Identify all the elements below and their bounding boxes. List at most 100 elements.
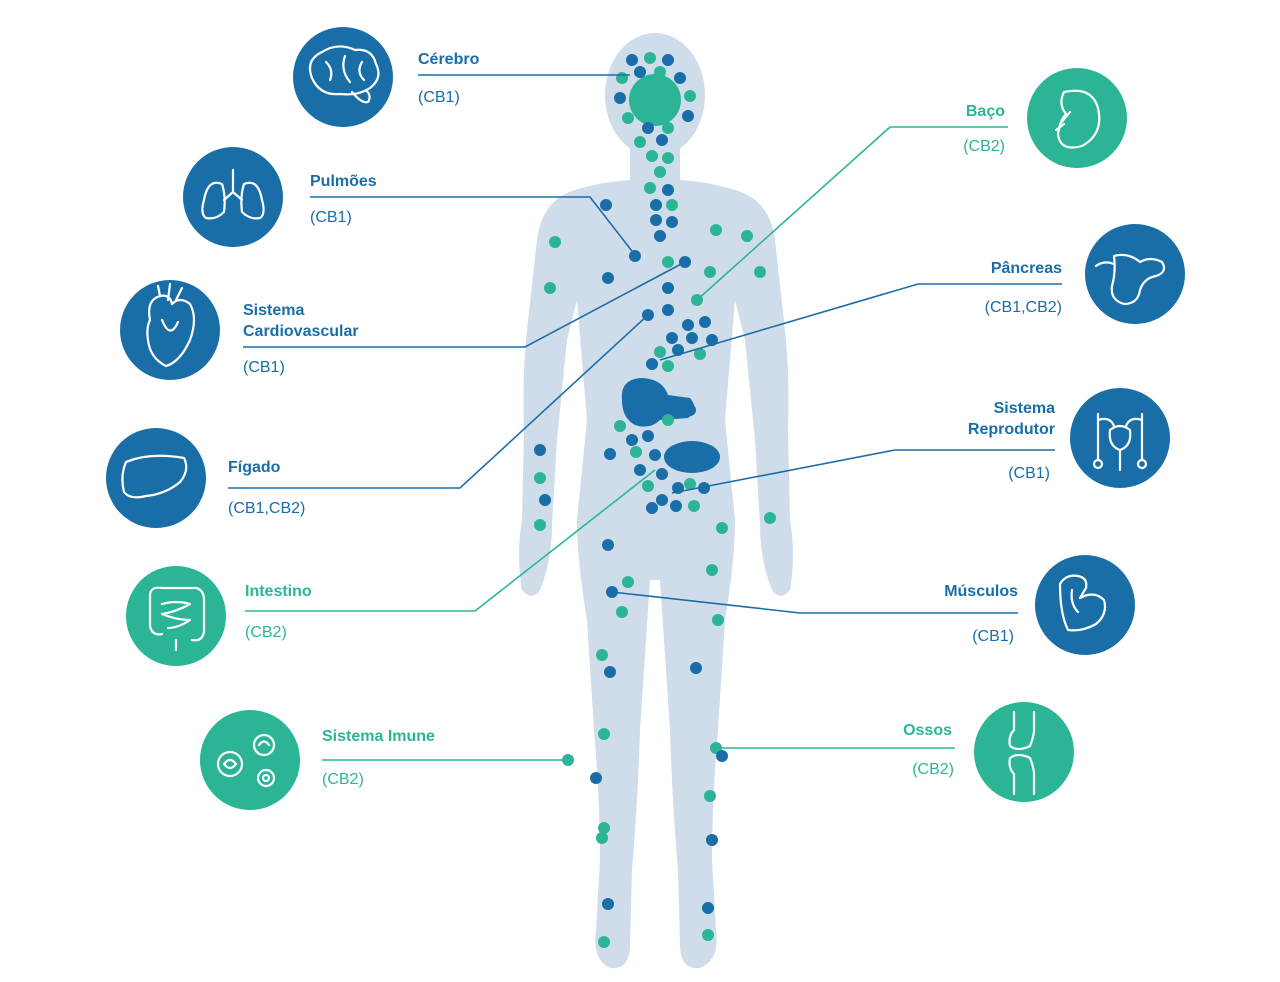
receptor-dot <box>534 519 546 531</box>
receptor-dot <box>630 446 642 458</box>
receptor-dot <box>604 448 616 460</box>
receptor-dot <box>634 136 646 148</box>
receptor-dot <box>600 199 612 211</box>
receptor-dot <box>634 66 646 78</box>
label-intestino: Intestino <box>245 583 312 600</box>
label-baco: Baço <box>966 103 1005 120</box>
receptor-dot <box>650 199 662 211</box>
line-reprodutor <box>671 449 1055 494</box>
stomach-blob <box>664 441 720 473</box>
receptor-dot <box>694 348 706 360</box>
receptor-dot <box>644 182 656 194</box>
receptor-dot <box>706 564 718 576</box>
receptor-dot <box>684 404 696 416</box>
receptor-dot <box>704 790 716 802</box>
label-imune: Sistema Imune <box>322 728 435 745</box>
heart-icon <box>146 282 196 368</box>
receptor-dot <box>686 332 698 344</box>
receptor-dot <box>642 122 654 134</box>
line-pancreas <box>659 283 1062 361</box>
receptor-dot <box>616 606 628 618</box>
receptor-dot <box>670 500 682 512</box>
receptor-dot <box>710 224 722 236</box>
receptor-ossos: (CB2) <box>912 761 954 778</box>
receptor-dot <box>642 480 654 492</box>
receptor-dot <box>662 122 674 134</box>
receptor-figado: (CB1,CB2) <box>228 500 305 517</box>
receptor-dot <box>662 184 674 196</box>
receptor-dot <box>666 216 678 228</box>
line-musculos <box>611 591 1018 614</box>
label-cerebro: Cérebro <box>418 51 480 68</box>
receptor-dot <box>654 66 666 78</box>
receptor-dot <box>688 500 700 512</box>
receptor-dot <box>674 72 686 84</box>
intestino-icon-group <box>126 566 226 666</box>
receptor-dot <box>646 502 658 514</box>
receptor-dot <box>684 478 696 490</box>
receptor-dot <box>764 512 776 524</box>
immune-cells-icon <box>216 733 276 788</box>
receptor-dot <box>684 90 696 102</box>
connector-lines <box>228 74 1062 761</box>
receptor-cerebro: (CB1) <box>418 89 460 106</box>
receptor-pulmoes: (CB1) <box>310 209 352 226</box>
receptor-dot <box>662 282 674 294</box>
reprodutor-icon-group <box>1070 388 1170 488</box>
liver-icon <box>121 454 188 499</box>
line-baco <box>696 126 1008 301</box>
receptor-dot <box>626 54 638 66</box>
receptor-imune: (CB2) <box>322 771 364 788</box>
label-figado: Fígado <box>228 459 281 476</box>
receptor-dot <box>666 332 678 344</box>
musculos-icon-group <box>1035 555 1135 655</box>
receptor-dot <box>642 430 654 442</box>
receptor-dot <box>596 649 608 661</box>
receptor-dot <box>534 472 546 484</box>
line-cardio <box>243 261 686 348</box>
receptor-dot <box>634 464 646 476</box>
cardio-icon-group <box>120 280 220 380</box>
receptor-musculos: (CB1) <box>972 628 1014 645</box>
receptor-dot <box>698 482 710 494</box>
receptor-dot <box>598 822 610 834</box>
receptor-dot <box>656 134 668 146</box>
receptor-dot <box>534 444 546 456</box>
receptor-dot <box>741 230 753 242</box>
receptor-dot <box>682 110 694 122</box>
receptor-dot <box>716 522 728 534</box>
receptor-dot <box>602 539 614 551</box>
receptor-dot <box>614 420 626 432</box>
receptor-dot <box>699 316 711 328</box>
receptor-dot <box>702 929 714 941</box>
receptor-dot <box>622 112 634 124</box>
baco-icon-group <box>1027 68 1127 168</box>
receptor-baco: (CB2) <box>963 138 1005 155</box>
receptor-dot <box>654 346 666 358</box>
label-ossos: Ossos <box>903 722 952 739</box>
receptor-dot <box>622 576 634 588</box>
receptor-dot <box>629 250 641 262</box>
line-figado <box>228 314 649 489</box>
receptor-dot <box>602 898 614 910</box>
organ-labels: Cérebro (CB1) Pulmões (CB1) Sistema Card… <box>228 51 1062 788</box>
receptor-dot <box>656 494 668 506</box>
receptor-dot <box>598 936 610 948</box>
label-cardio-line2: Cardiovascular <box>243 323 359 340</box>
receptor-dot <box>754 266 766 278</box>
receptor-dot <box>666 199 678 211</box>
brain-blob <box>629 74 681 126</box>
label-pancreas: Pâncreas <box>991 260 1062 277</box>
receptor-dot <box>616 72 628 84</box>
brain-icon <box>308 45 380 104</box>
muscle-icon <box>1058 574 1107 632</box>
receptor-cardio: (CB1) <box>243 359 285 376</box>
receptor-dot <box>712 614 724 626</box>
receptor-dot <box>654 230 666 242</box>
receptor-dot <box>662 304 674 316</box>
figado-icon-group <box>106 428 206 528</box>
receptor-dot <box>602 272 614 284</box>
receptor-dot <box>702 902 714 914</box>
receptor-dot <box>656 468 668 480</box>
